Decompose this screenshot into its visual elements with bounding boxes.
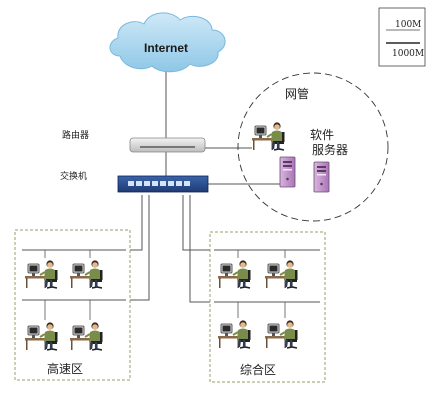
router-device [129, 137, 206, 153]
connections [130, 68, 280, 303]
zone-right-workstation-4 [263, 319, 299, 350]
zone-right-workstation-1 [216, 259, 252, 290]
zone-left-workstation-2 [68, 259, 104, 290]
internet-label: Internet [144, 41, 188, 55]
link-switch-zone-left-a [130, 195, 143, 251]
management-boundary [237, 72, 389, 222]
zone-left-workstation-1 [23, 259, 59, 290]
link-switch-zone-left-b [130, 195, 150, 301]
zone-left-workstation-4 [68, 321, 104, 352]
switch: 交换机 [60, 170, 209, 193]
internet-cloud: Internet [109, 12, 226, 73]
zone-left-border [14, 229, 131, 381]
router: 路由器 [62, 129, 206, 153]
server-label-1: 软件 [310, 128, 334, 142]
management-label: 网管 [285, 86, 309, 101]
management-zone: 网管 软件 服务器 [237, 72, 389, 222]
zone-left-workstation-3 [23, 321, 59, 352]
server-1 [279, 156, 296, 188]
link-switch-zone-right-b [189, 195, 210, 303]
cloud-shape [109, 12, 226, 73]
legend: 100M 1000M [378, 7, 426, 67]
router-label: 路由器 [62, 129, 89, 141]
legend-label-100m: 100M [395, 20, 421, 30]
link-switch-zone-right-a [182, 195, 210, 251]
zone-right-workstation-3 [216, 319, 252, 350]
zone-left-label: 高速区 [47, 361, 83, 376]
zone-right-workstation-2 [263, 259, 299, 290]
legend-label-1000m: 1000M [392, 49, 424, 59]
zone-right: 综合区 [209, 231, 326, 383]
server-2 [313, 161, 330, 193]
zone-left: 高速区 [14, 229, 131, 381]
switch-label: 交换机 [60, 170, 87, 182]
zone-right-label: 综合区 [240, 362, 276, 377]
management-workstation [250, 121, 286, 152]
zone-right-border [209, 231, 326, 383]
server-label-2: 服务器 [312, 142, 348, 157]
legend-box [378, 7, 426, 67]
